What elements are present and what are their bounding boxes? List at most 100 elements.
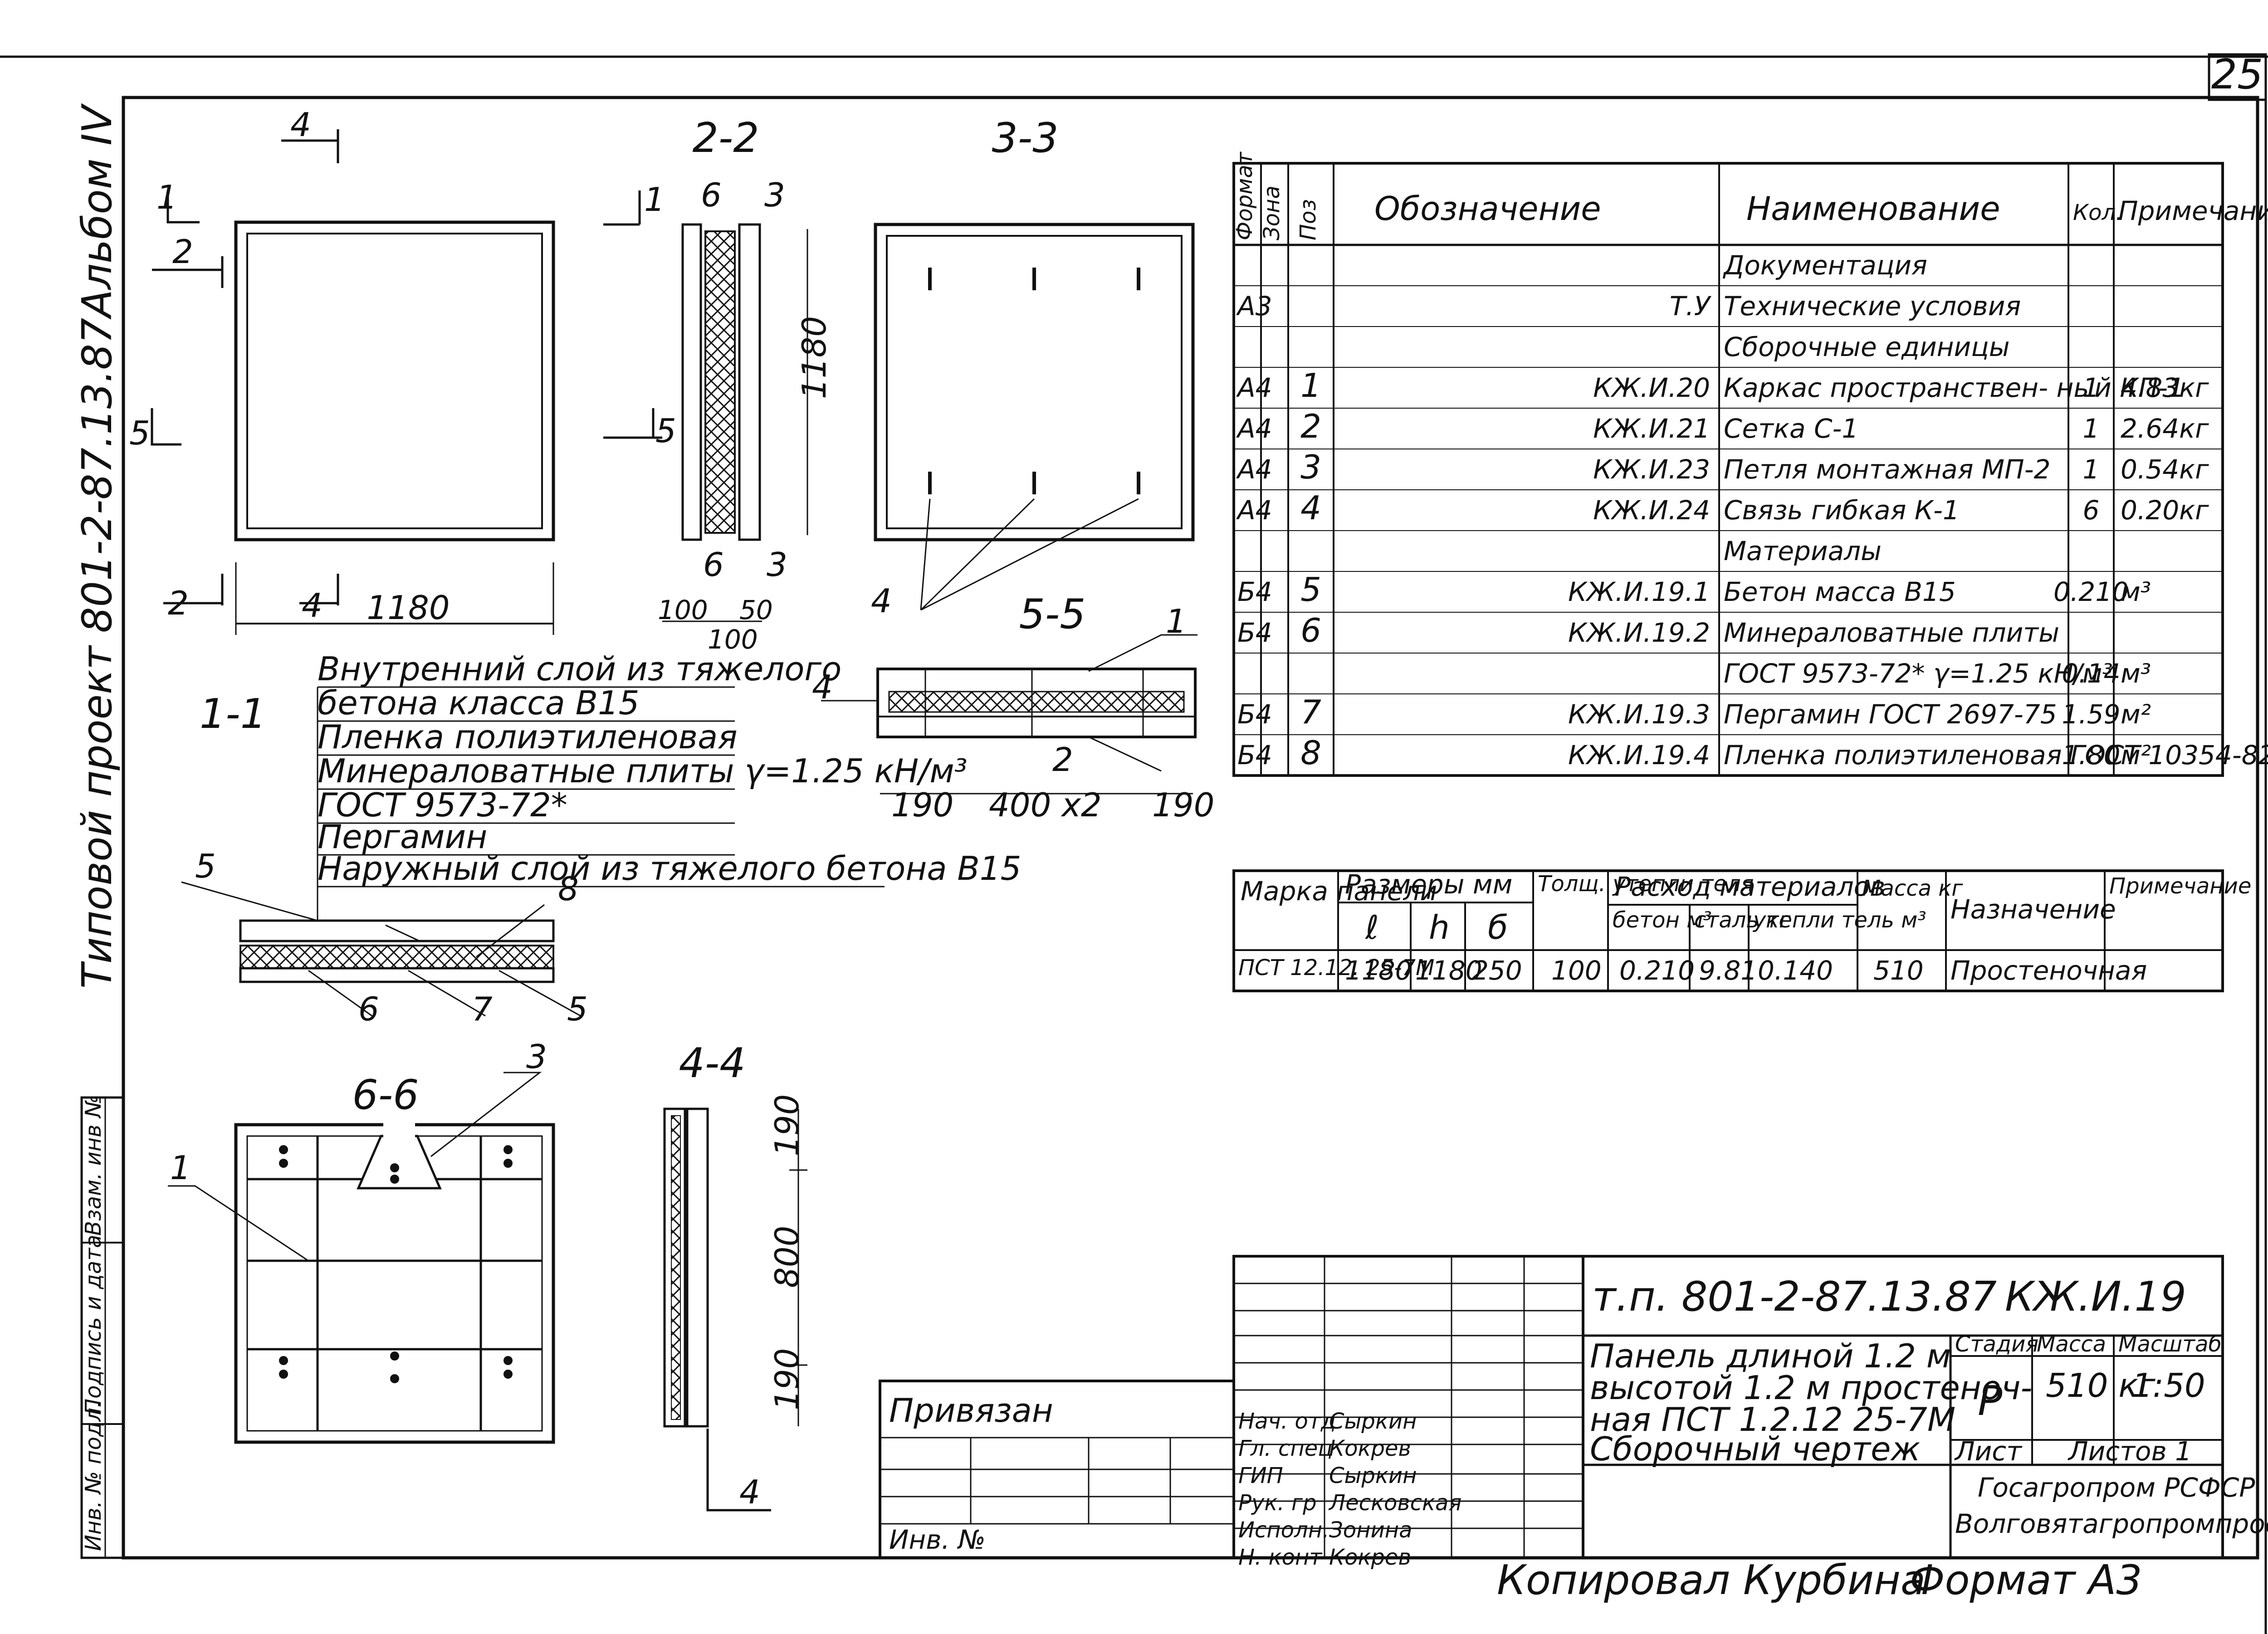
cut-mark-2: 2 — [172, 233, 193, 271]
role-name: Кокрев — [1329, 1436, 1411, 1461]
spec-cell-note: 0.54кг — [2121, 454, 2209, 485]
cut-mark-2b: 2 — [168, 584, 189, 622]
spec-header-qty: Кол. — [2073, 200, 2122, 225]
role-name: Лесковская — [1328, 1490, 1461, 1516]
dim-3-bottom: 3 — [767, 546, 787, 584]
spec-header-note: Примечание — [2118, 195, 2268, 226]
spec-header-name: Наименование — [1746, 190, 2000, 228]
stage-value: Р — [1978, 1377, 2003, 1425]
layer-2: бетона класса В15 — [318, 684, 640, 722]
spec-cell-des: КЖ.И.19.2 — [1568, 617, 1710, 648]
layer-4: Минераловатные плиты γ=1.25 кН/м³ — [318, 752, 968, 790]
spec-cell-des: КЖ.И.24 — [1593, 495, 1710, 526]
section-3-3-title: 3-3 — [992, 114, 1059, 162]
spec-cell-des: КЖ.И.23 — [1593, 454, 1710, 485]
desc-line-3: ная ПСТ 1.2.12 25-7М — [1590, 1400, 1955, 1439]
inv-label: Инв. № — [889, 1524, 986, 1555]
role-title: Нач. отд — [1238, 1409, 1336, 1434]
layer-6: Пергамин — [318, 818, 487, 856]
bound-label: Привязан — [889, 1391, 1053, 1429]
pv-concrete: 0.210 — [1619, 955, 1695, 986]
scale-value: 1:50 — [2132, 1366, 2205, 1405]
ph-consumption: Расход материалов — [1615, 871, 1885, 902]
spec-cell-pos: 3 — [1300, 448, 1321, 486]
section-2-2-title: 2-2 — [693, 114, 759, 162]
spec-cell-fmt: А4 — [1236, 413, 1272, 444]
pv-h: 1180 — [1415, 955, 1482, 986]
org-line-2: Волговятагропромпроект — [1955, 1508, 2268, 1539]
spec-cell-des: КЖ.И.19.4 — [1568, 740, 1710, 771]
mass-header: Масса — [2037, 1332, 2106, 1357]
series-label: Типовой проект 801-2-87.13.87 — [73, 318, 121, 989]
spec-cell-qty: 1 — [2083, 413, 2100, 444]
left-strip: Инв. № подл. Подпись и дата Взам. инв № — [80, 1095, 125, 1559]
spec-cell-name: Связь гибкая К-1 — [1724, 495, 1960, 526]
cut-mark-1b: 1 — [644, 180, 665, 219]
ph-dims: Размеры мм — [1345, 869, 1512, 900]
spec-cell-name: Минераловатные плиты — [1724, 617, 2059, 648]
panel-table: Марка панели Размеры мм ℓ h б Толщ. утеп… — [1232, 869, 2251, 992]
spec-cell-name: Бетон масса В15 — [1724, 576, 1956, 607]
spec-cell-fmt: Б4 — [1237, 576, 1272, 607]
ph-h: h — [1429, 908, 1450, 946]
ph-concrete: бетон м³ — [1613, 907, 1712, 933]
callout-1-6-6: 1 — [170, 1149, 191, 1187]
page-number: 25 — [2211, 51, 2263, 98]
section-2-2: 2-2 1180 6 3 6 3 100 100 50 1 5 — [603, 114, 833, 655]
spec-cell-pos: 1 — [1300, 366, 1321, 405]
pv-steel: 9.81 — [1699, 955, 1757, 986]
sheets-label: Листов 1 — [2068, 1436, 2192, 1467]
spec-cell-fmt: А4 — [1236, 495, 1272, 526]
page-number-box — [2208, 53, 2267, 101]
pv-mark: ПСТ 12.12. 25-7М — [1238, 955, 1434, 980]
spec-cell-des: КЖ.И.19.3 — [1568, 699, 1710, 730]
spec-cell-note: м³ — [2121, 576, 2151, 607]
dim-800: 800 — [768, 1226, 806, 1288]
callout-4-3-3: 4 — [871, 582, 892, 620]
ph-b: б — [1488, 908, 1508, 946]
role-name: Зонина — [1329, 1517, 1413, 1543]
sheet-label: Лист — [1954, 1436, 2023, 1467]
pv-thick: 100 — [1551, 955, 1602, 986]
scale-header: Масштаб — [2118, 1332, 2222, 1357]
pv-b: 250 — [1472, 955, 1522, 986]
section-1-1-title: 1-1 — [200, 690, 266, 738]
spec-cell-name: Документация — [1722, 250, 1927, 281]
role-name: Сыркин — [1329, 1409, 1417, 1434]
spec-cell-pos: 7 — [1300, 693, 1321, 731]
copied-by: Копировал Курбина — [1497, 1556, 1926, 1604]
cut-mark-4: 4 — [290, 106, 311, 144]
spec-cell-qty: 1 — [2083, 372, 2100, 403]
spec-cell-pos: 2 — [1300, 407, 1321, 445]
stage-header: Стадия — [1955, 1332, 2038, 1357]
layer-3: Пленка полиэтиленовая — [318, 718, 738, 756]
desc-line-1: Панель длиной 1.2 м — [1590, 1337, 1951, 1375]
spec-cell-fmt: Б4 — [1237, 740, 1272, 771]
callout-7-1-1: 7 — [472, 990, 493, 1028]
ph-note: Примечание — [2109, 873, 2251, 899]
ph-steel: сталь кг — [1694, 907, 1791, 933]
ph-l: ℓ — [1364, 908, 1379, 946]
spec-header-0: Формат — [1232, 151, 1257, 240]
spec-header-1: Зона — [1259, 185, 1285, 240]
ph-insul: утепли тель м³ — [1752, 907, 1926, 933]
strip-sign-label: Подпись и дата — [81, 1234, 106, 1415]
role-name: Сыркин — [1329, 1463, 1417, 1488]
dim-6-bottom: 6 — [703, 546, 724, 584]
dim-190-d: 190 — [768, 1348, 806, 1410]
layer-1: Внутренний слой из тяжелого — [318, 650, 841, 688]
section-1-1: 1-1 Внутренний слой из тяжелого бетона к… — [181, 650, 1021, 1028]
spec-cell-name: Пергамин ГОСТ 2697-75 — [1724, 699, 2057, 730]
dim-400x2: 400 x2 — [989, 786, 1102, 824]
spec-frame — [1232, 162, 2224, 777]
spec-cell-name: Сетка С-1 — [1724, 413, 1858, 444]
spec-cell-name: Сборочные единицы — [1724, 332, 2010, 362]
spec-cell-pos: 5 — [1300, 571, 1321, 609]
dim-100-left: 100 — [658, 595, 708, 625]
callout-2-5-5: 2 — [1052, 741, 1073, 779]
callout-4-5-5: 4 — [812, 668, 833, 706]
spec-cell-pos: 6 — [1300, 611, 1321, 649]
role-title: Н. конт — [1238, 1545, 1323, 1570]
pv-l: 1180 — [1345, 955, 1412, 986]
callout-3-6-6: 3 — [526, 1038, 547, 1076]
